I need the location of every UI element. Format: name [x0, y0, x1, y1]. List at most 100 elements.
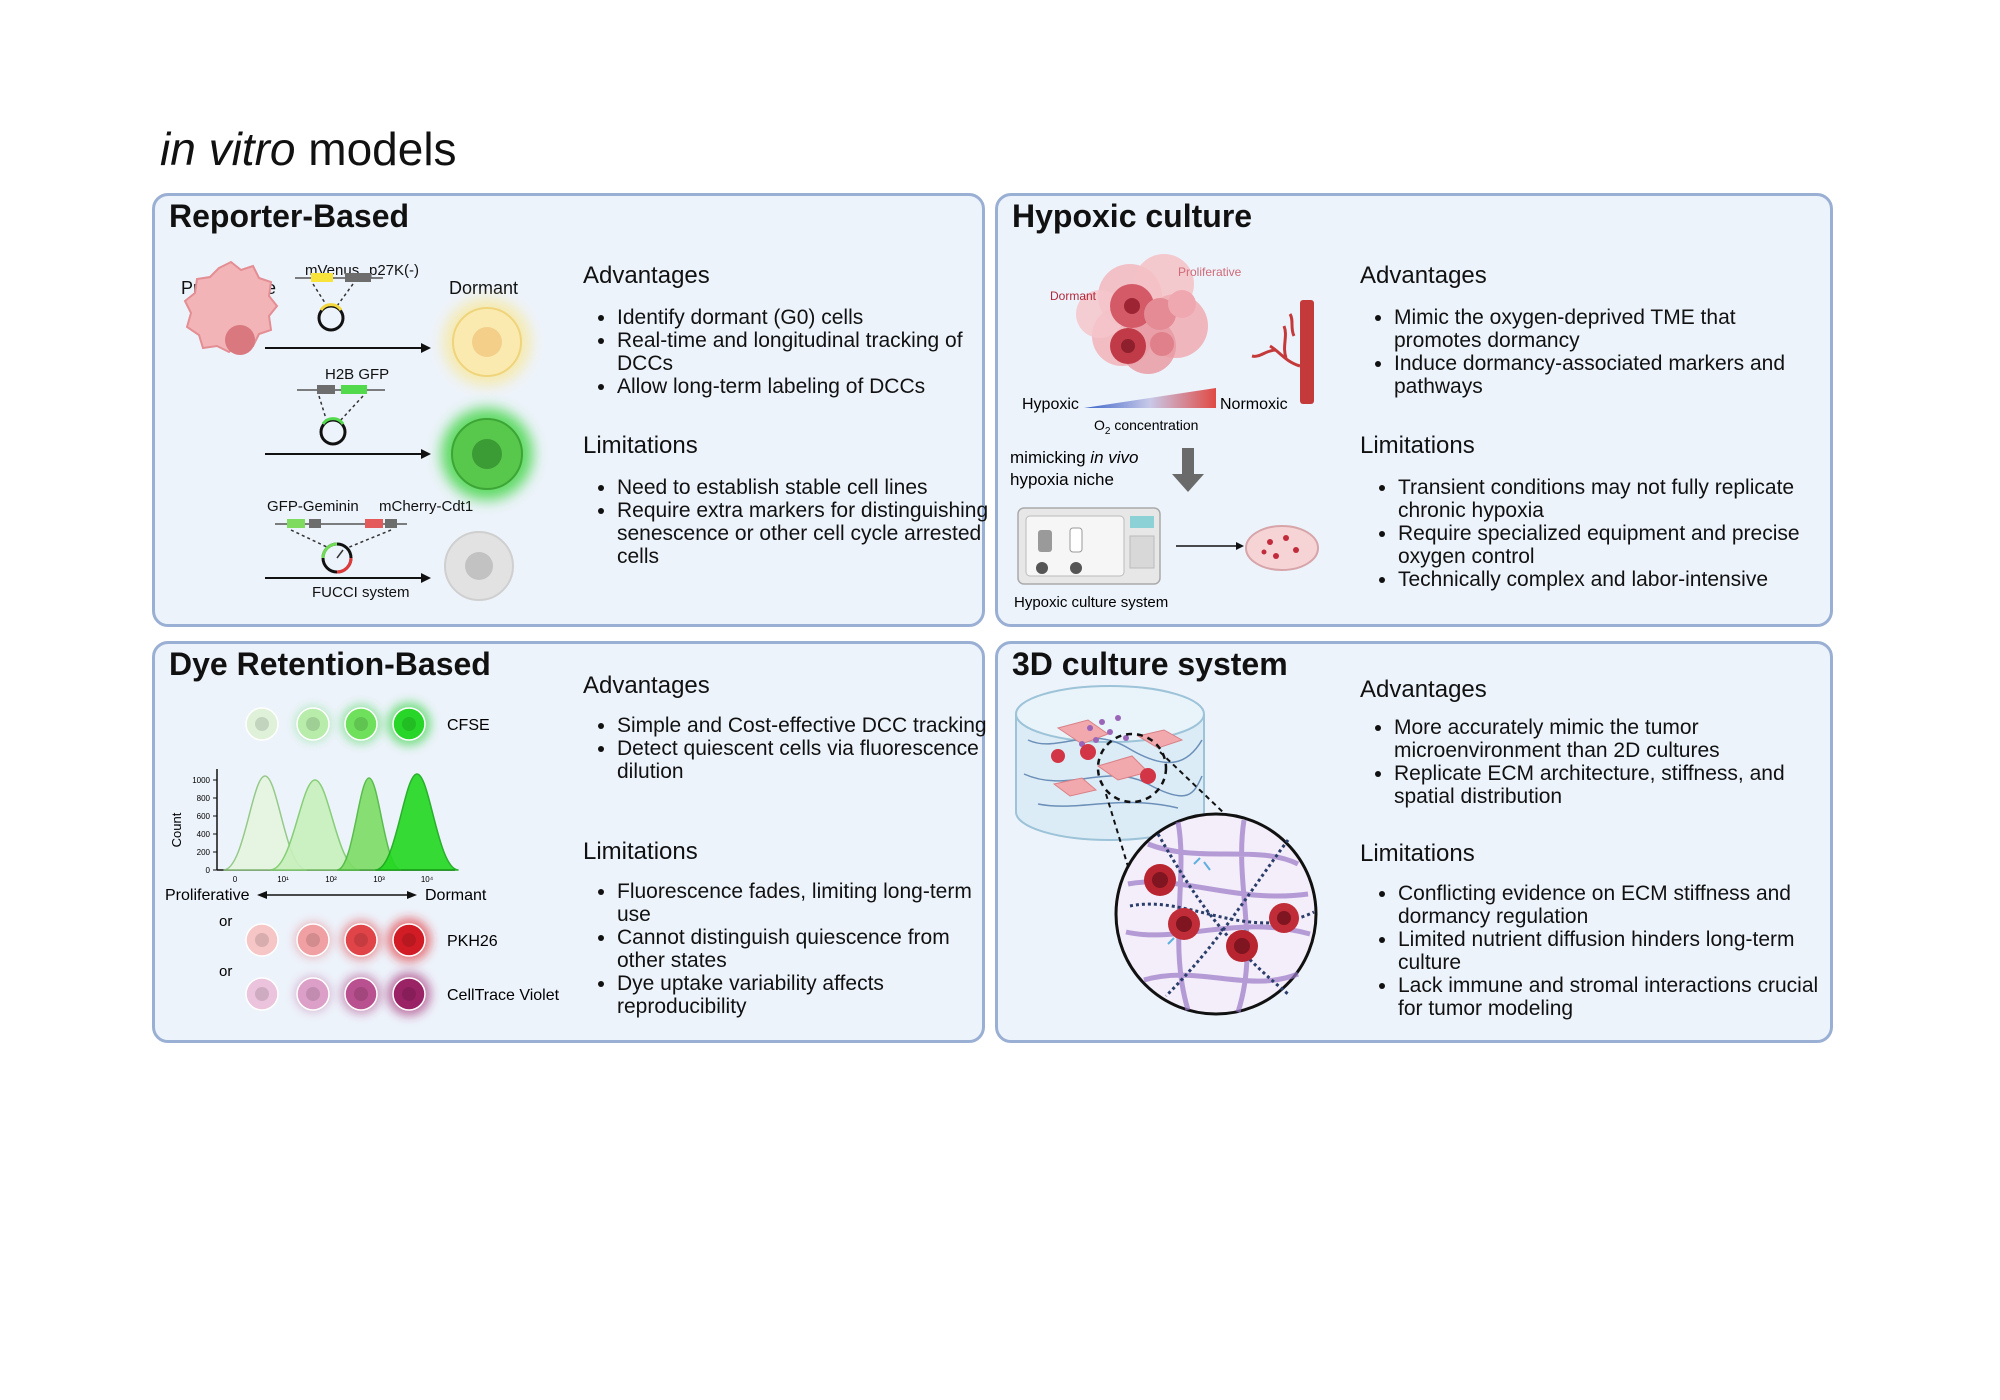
incubator-icon: [1017, 507, 1161, 585]
pkh26-cell-icon-1: [245, 923, 279, 957]
dye-limitations-list: Fluorescence fades, limiting long-term u…: [583, 880, 997, 1018]
celltrace-cell-icon-3: [344, 977, 378, 1011]
hypoxia-niche-label: hypoxia niche: [1010, 470, 1114, 489]
o2-concentration-label: O2 concentration: [1094, 417, 1198, 437]
cfse-cell-icon-3: [344, 707, 378, 741]
culture3d-limitations-list: Conflicting evidence on ECM stiffness an…: [1364, 882, 1838, 1020]
y-tick-label: 0: [206, 866, 211, 875]
ecm-zoom-icon: [1114, 812, 1318, 1016]
list-item: Cannot distinguish quiescence from other…: [617, 926, 997, 972]
hypoxic-limitations-list: Transient conditions may not fully repli…: [1364, 476, 1838, 591]
spheroid-proliferative-label: Proliferative: [1178, 265, 1242, 279]
cfse-cell-icon-2: [296, 707, 330, 741]
list-item: Technically complex and labor-intensive: [1398, 568, 1838, 591]
page-title: in vitro models: [160, 123, 457, 175]
list-item: Replicate ECM architecture, stiffness, a…: [1394, 762, 1824, 808]
y-tick-label: 200: [197, 848, 211, 857]
reporter-dormant-label: Dormant: [449, 278, 519, 298]
reporter-limitations-list: Need to establish stable cell lines Requ…: [583, 476, 997, 568]
reporter-advantages-list: Identify dormant (G0) cells Real-time an…: [583, 306, 997, 398]
list-item: Require extra markers for distinguishing…: [617, 499, 997, 568]
list-item: Conflicting evidence on ECM stiffness an…: [1398, 882, 1838, 928]
celltrace-cell-icon-1: [245, 977, 279, 1011]
or-label-2: or: [219, 963, 232, 980]
hydrogel-disc-icon: [1015, 685, 1205, 841]
list-item: Real-time and longitudinal tracking of D…: [617, 329, 997, 375]
mcherry-cdt1-label: mCherry-Cdt1: [379, 498, 474, 515]
dye-limitations-heading: Limitations: [583, 838, 698, 865]
hypoxic-limitations-heading: Limitations: [1360, 432, 1475, 459]
fucci-label: FUCCI system: [312, 584, 410, 601]
hypoxic-panel: Hypoxic culture Dormant Proliferative: [995, 193, 1833, 627]
y-tick-label: 600: [197, 812, 211, 821]
list-item: Need to establish stable cell lines: [617, 476, 997, 499]
culture3d-panel: 3D culture system Advantages More accura: [995, 641, 1833, 1043]
hypoxic-label: Hypoxic: [1022, 396, 1079, 413]
spheroid-dormant-label: Dormant: [1050, 289, 1097, 303]
culture3d-advantages-heading: Advantages: [1360, 676, 1487, 703]
celltrace-label: CellTrace Violet: [447, 987, 560, 1004]
list-item: Simple and Cost-effective DCC tracking: [617, 714, 997, 737]
list-item: Lack immune and stromal interactions cru…: [1398, 974, 1838, 1020]
cfse-label: CFSE: [447, 717, 490, 734]
x-tick-label: 10³: [373, 875, 385, 884]
reporter-figure: [183, 260, 533, 601]
dye-dormant-label: Dormant: [425, 887, 487, 904]
mimicking-label: mimicking in vivo: [1010, 448, 1138, 467]
y-tick-label: 800: [197, 794, 211, 803]
h2b-gfp-label: H2B GFP: [325, 366, 390, 383]
list-item: Transient conditions may not fully repli…: [1398, 476, 1838, 522]
pkh26-cell-icon-2: [296, 923, 330, 957]
petri-dish-icon: [1245, 525, 1319, 571]
count-axis-label: Count: [169, 812, 184, 847]
hypoxic-advantages-heading: Advantages: [1360, 262, 1487, 289]
cfse-cell-icon-4: [392, 707, 426, 741]
normoxic-label: Normoxic: [1220, 396, 1288, 413]
list-item: Identify dormant (G0) cells: [617, 306, 997, 329]
cfse-cell-icon-1: [245, 707, 279, 741]
down-arrow-icon: [1172, 448, 1204, 492]
y-tick-label: 400: [197, 830, 211, 839]
dye-figure: 0 200 400 600 800 1000 0 10¹ 10² 10³ 10⁴ Count Pr…: [165, 702, 560, 1016]
reporter-title: Reporter-Based: [169, 198, 410, 234]
or-label-1: or: [219, 913, 232, 930]
x-tick-label: 10¹: [277, 875, 289, 884]
list-item: Dye uptake variability affects reproduci…: [617, 972, 997, 1018]
p27k-label: p27K(-): [369, 262, 420, 279]
dye-advantages-list: Simple and Cost-effective DCC tracking D…: [583, 714, 997, 783]
list-item: More accurately mimic the tumor microenv…: [1394, 716, 1824, 762]
list-item: Mimic the oxygen-deprived TME that promo…: [1394, 306, 1824, 352]
culture3d-figure: [1015, 685, 1318, 1016]
list-item: Limited nutrient diffusion hinders long-…: [1398, 928, 1838, 974]
histogram-peak-4: [375, 773, 459, 871]
tumor-spheroid-icon: [1076, 254, 1208, 374]
gfp-geminin-label: GFP-Geminin: [267, 498, 359, 515]
dye-panel: Dye Retention-Based 0 200 400 600 800 1000 0 1…: [152, 641, 987, 1043]
dye-proliferative-label: Proliferative: [165, 887, 250, 904]
hypoxic-advantages-list: Mimic the oxygen-deprived TME that promo…: [1360, 306, 1824, 398]
list-item: Induce dormancy-associated markers and p…: [1394, 352, 1824, 398]
list-item: Detect quiescent cells via fluorescence …: [617, 737, 997, 783]
list-item: Require specialized equipment and precis…: [1398, 522, 1838, 568]
hypoxic-title: Hypoxic culture: [1012, 198, 1253, 234]
celltrace-cell-icon-2: [296, 977, 330, 1011]
reporter-advantages-heading: Advantages: [583, 262, 710, 289]
culture3d-advantages-list: More accurately mimic the tumor microenv…: [1360, 716, 1824, 808]
y-tick-label: 1000: [192, 776, 210, 785]
pkh26-cell-icon-3: [344, 923, 378, 957]
dye-title: Dye Retention-Based: [169, 646, 491, 682]
x-tick-label: 10⁴: [421, 875, 434, 884]
reporter-panel: Reporter-Based Proliferative Dormant mVe…: [152, 193, 988, 627]
pkh26-cell-icon-4: [392, 923, 426, 957]
hypoxic-figure: Dormant Proliferative Hypoxic Normoxic O…: [1010, 254, 1319, 611]
x-tick-label: 0: [233, 875, 238, 884]
blood-vessel-icon: [1300, 300, 1314, 404]
list-item: Fluorescence fades, limiting long-term u…: [617, 880, 997, 926]
reporter-limitations-heading: Limitations: [583, 432, 698, 459]
dye-advantages-heading: Advantages: [583, 672, 710, 699]
culture3d-limitations-heading: Limitations: [1360, 840, 1475, 867]
x-tick-label: 10²: [325, 875, 337, 884]
list-item: Allow long-term labeling of DCCs: [617, 375, 997, 398]
o2-gradient-bar: [1084, 388, 1216, 408]
culture-system-label: Hypoxic culture system: [1014, 594, 1168, 611]
